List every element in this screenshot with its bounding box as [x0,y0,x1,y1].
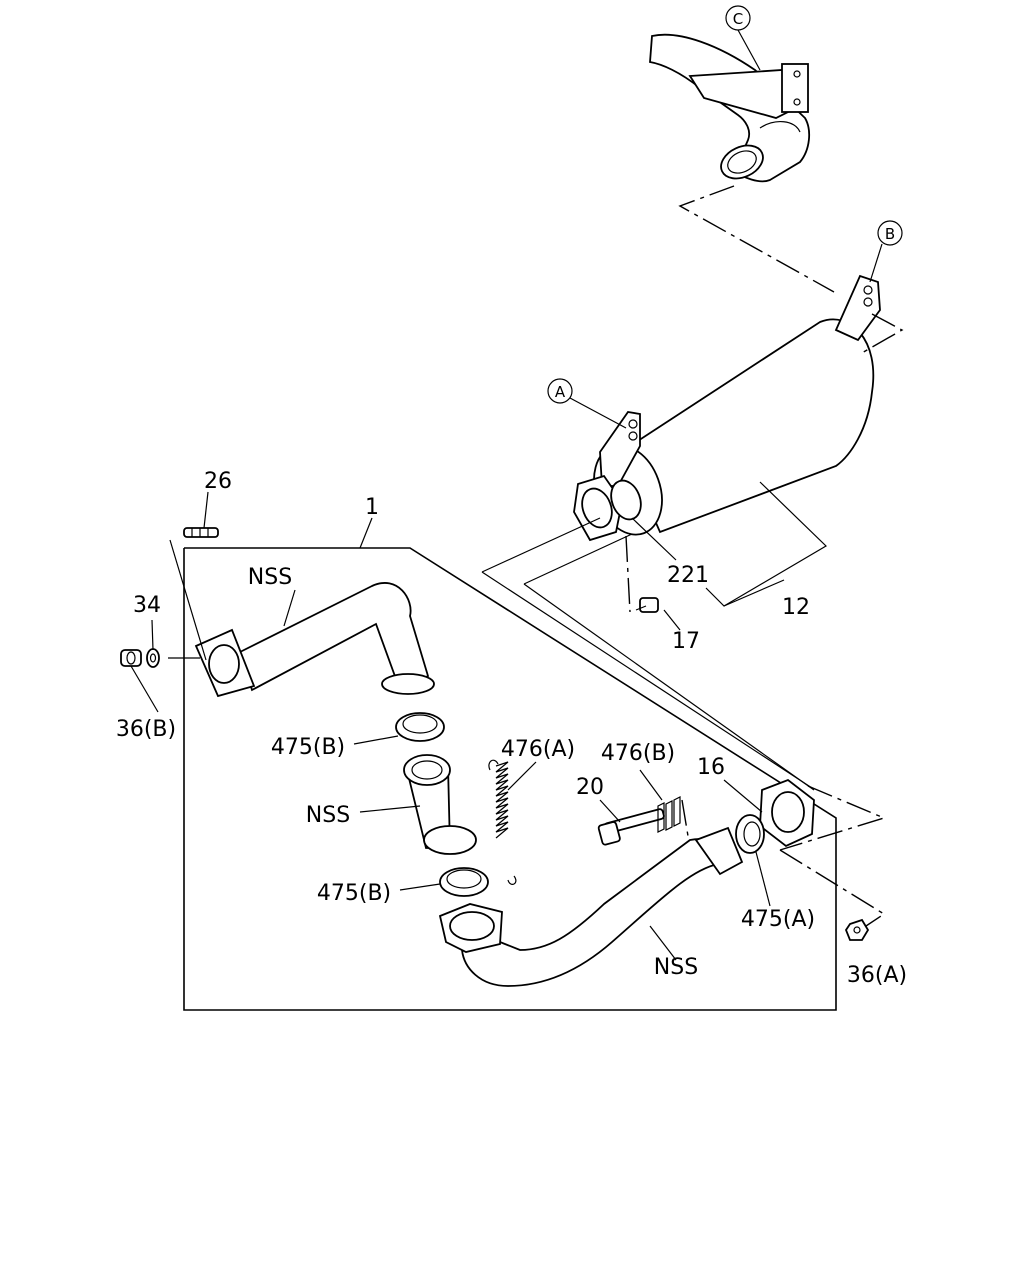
label-1: 1 [365,495,379,520]
stud-bolt [183,527,219,538]
washer [146,648,160,668]
label-nss-upper-pipe: NSS [248,565,292,590]
spring-bolt [597,796,681,846]
label-476a: 476(A) [501,737,575,762]
svg-text:A: A [555,383,566,401]
callout-a: A [547,378,573,404]
label-17: 17 [672,629,700,654]
label-36a: 36(A) [847,963,907,988]
label-476b: 476(B) [601,741,675,766]
tail-pipe-bracket [688,63,809,119]
label-20: 20 [576,775,604,800]
leader-lines [130,29,883,961]
label-nss-lower-pipe: NSS [654,955,698,980]
svg-text:B: B [885,225,895,243]
callout-c: C [725,5,751,31]
label-475b-lower: 475(B) [317,881,391,906]
clamp-bolt [635,597,659,613]
label-12: 12 [782,595,810,620]
lower-exhaust-pipe [438,826,744,987]
label-16: 16 [697,755,725,780]
gasket-a [735,814,765,854]
label-nss-middle: NSS [306,803,350,828]
dashed-lines [625,185,904,927]
label-34: 34 [133,593,161,618]
callout-b: B [877,220,903,246]
middle-pipe [403,754,477,855]
front-exhaust-pipe [194,582,435,698]
spring [488,759,517,885]
flange [759,778,815,848]
label-221: 221 [667,563,709,588]
svg-text:C: C [733,10,743,28]
gasket-lower [439,867,489,897]
nut-b [120,649,142,667]
tail-pipe [649,33,811,183]
nut-a [844,918,870,941]
label-36b: 36(B) [116,717,176,742]
label-475b-upper: 475(B) [271,735,345,760]
label-26: 26 [204,469,232,494]
gasket-upper [395,712,445,742]
muffler-bracket-b [834,274,881,342]
assembly-frame [183,547,837,1011]
label-475a: 475(A) [741,907,815,932]
